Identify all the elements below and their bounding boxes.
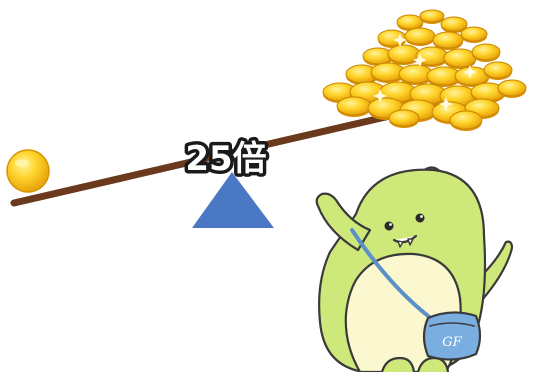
bag-logo: GF — [442, 335, 462, 350]
coin-pile-coin — [336, 96, 372, 117]
coin-pile-coin — [440, 16, 468, 33]
multiplier-label: 25倍 — [185, 139, 266, 179]
coin-pile-coin — [483, 61, 513, 80]
coin-pile-coin — [454, 66, 490, 87]
coin-pile-coin — [404, 27, 436, 46]
coin-pile-coin — [387, 44, 421, 65]
coin-pile-coin — [443, 48, 477, 69]
coin-pile-coin — [419, 9, 445, 24]
coin-pile-coin — [449, 110, 483, 131]
dino-right-eye — [415, 213, 425, 223]
green-dinosaur-mascot-icon: GF — [315, 166, 514, 372]
coin-pile-coin — [396, 14, 424, 31]
sparkle-icon — [463, 65, 477, 79]
coin-pile-coin — [362, 47, 394, 66]
coin-pile-coin — [426, 66, 462, 87]
bag-strap — [350, 228, 438, 324]
sparkle-icon — [393, 33, 407, 47]
sparkle-icon — [373, 89, 387, 103]
dino-feet — [380, 356, 450, 372]
coin-pile-coin — [497, 79, 527, 98]
sparkle-icon — [413, 53, 427, 67]
coin-pile-coin — [398, 64, 434, 85]
shoulder-bag-icon: GF — [422, 311, 482, 361]
coin-pile-icon — [322, 9, 527, 131]
gold-coin-icon — [6, 149, 50, 193]
coin-pile-coin — [388, 109, 420, 128]
dino-left-eye — [384, 221, 394, 231]
coin-pile-coin — [432, 31, 464, 50]
coin-pile-coin — [471, 43, 501, 62]
triangle-fulcrum-icon — [192, 172, 274, 228]
coin-pile-coin — [460, 26, 488, 43]
coin-pile-coin — [379, 81, 417, 104]
sparkle-icon — [439, 97, 453, 111]
seesaw-beam — [10, 99, 450, 207]
